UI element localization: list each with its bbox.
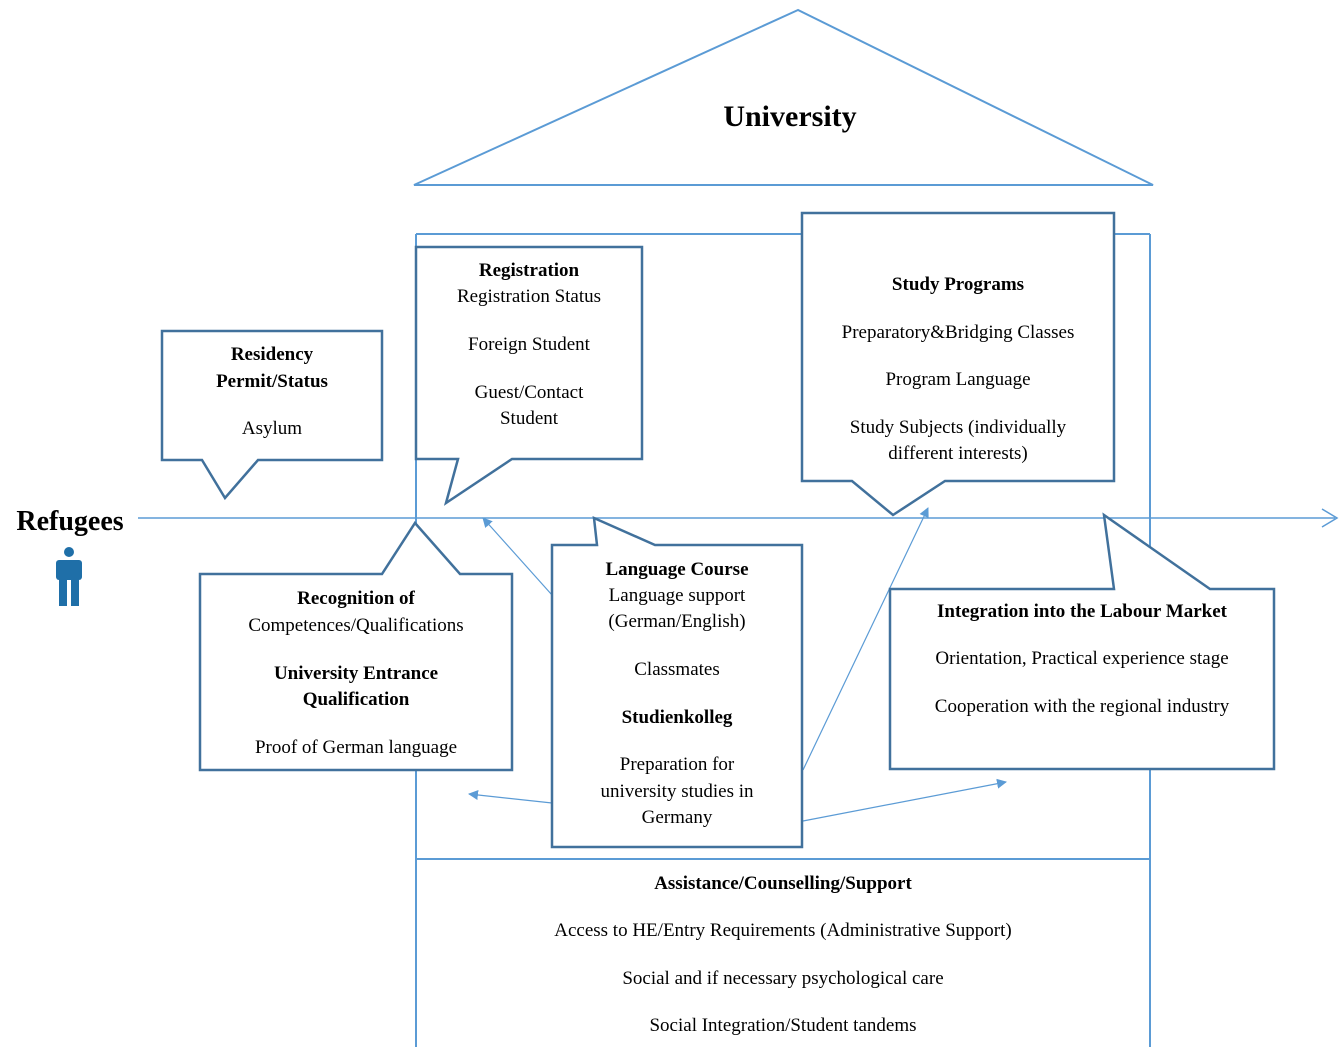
entrance-qualification-title-1: University Entrance — [273, 663, 439, 684]
study-programs-line-3a: Study Subjects (individually — [849, 417, 1067, 438]
residency-item: Asylum — [241, 418, 303, 439]
study-programs-line-1: Preparatory&Bridging Classes — [841, 322, 1075, 343]
assistance-line-1: Access to HE/Entry Requirements (Adminis… — [554, 920, 1012, 941]
recognition-line-2: Proof of German language — [254, 737, 458, 758]
assistance-line-2: Social and if necessary psychological ca… — [622, 968, 944, 989]
language-course-callout — [550, 515, 804, 849]
registration-line-2: Foreign Student — [468, 334, 590, 355]
university-title: University — [723, 100, 857, 133]
labour-market-line-1: Orientation, Practical experience stage — [935, 648, 1229, 669]
language-course-line-3: Classmates — [634, 659, 720, 680]
labour-market-line-2: Cooperation with the regional industry — [934, 696, 1230, 717]
arrow-to-registration — [482, 517, 553, 596]
language-course-line-4b: university studies in — [600, 781, 754, 802]
registration-callout — [414, 245, 644, 506]
study-programs-line-2: Program Language — [885, 369, 1031, 390]
language-course-line-4a: Preparation for — [619, 754, 735, 775]
study-programs-line-3b: different interests) — [888, 443, 1028, 464]
entrance-qualification-title-2: Qualification — [302, 689, 410, 710]
person-icon — [56, 547, 82, 606]
registration-line-1: Registration Status — [456, 286, 602, 307]
registration-line-3b: Student — [499, 408, 559, 429]
arrow-to-labour-market — [802, 778, 1007, 822]
timeline-arrowhead — [1321, 508, 1339, 528]
labour-market-title: Integration into the Labour Market — [937, 601, 1227, 622]
residency-title-2: Permit/Status — [216, 371, 328, 392]
study-programs-callout — [800, 211, 1116, 517]
assistance-line-3: Social Integration/Student tandems — [649, 1015, 917, 1036]
recognition-line-1: Competences/Qualifications — [248, 615, 464, 636]
study-programs-title: Study Programs — [891, 274, 1025, 295]
recognition-callout — [198, 520, 514, 772]
residency-title-1: Residency — [230, 344, 314, 365]
roof-shape — [413, 8, 1154, 186]
refugees-label: Refugees — [16, 506, 124, 537]
language-course-line-2: (German/English) — [608, 611, 746, 632]
studienkolleg-title: Studienkolleg — [621, 707, 733, 728]
registration-line-3a: Guest/Contact — [474, 382, 584, 403]
language-course-line-1: Language support — [608, 585, 746, 606]
assistance-title: Assistance/Counselling/Support — [654, 873, 912, 894]
recognition-title: Recognition of — [297, 588, 415, 609]
registration-title: Registration — [478, 260, 580, 281]
arrow-to-recognition — [468, 789, 553, 804]
language-course-title: Language Course — [605, 559, 749, 580]
language-course-line-4c: Germany — [641, 807, 713, 828]
arrow-to-study-programs — [802, 507, 929, 771]
residency-callout — [160, 329, 384, 501]
labour-market-callout — [888, 512, 1276, 771]
